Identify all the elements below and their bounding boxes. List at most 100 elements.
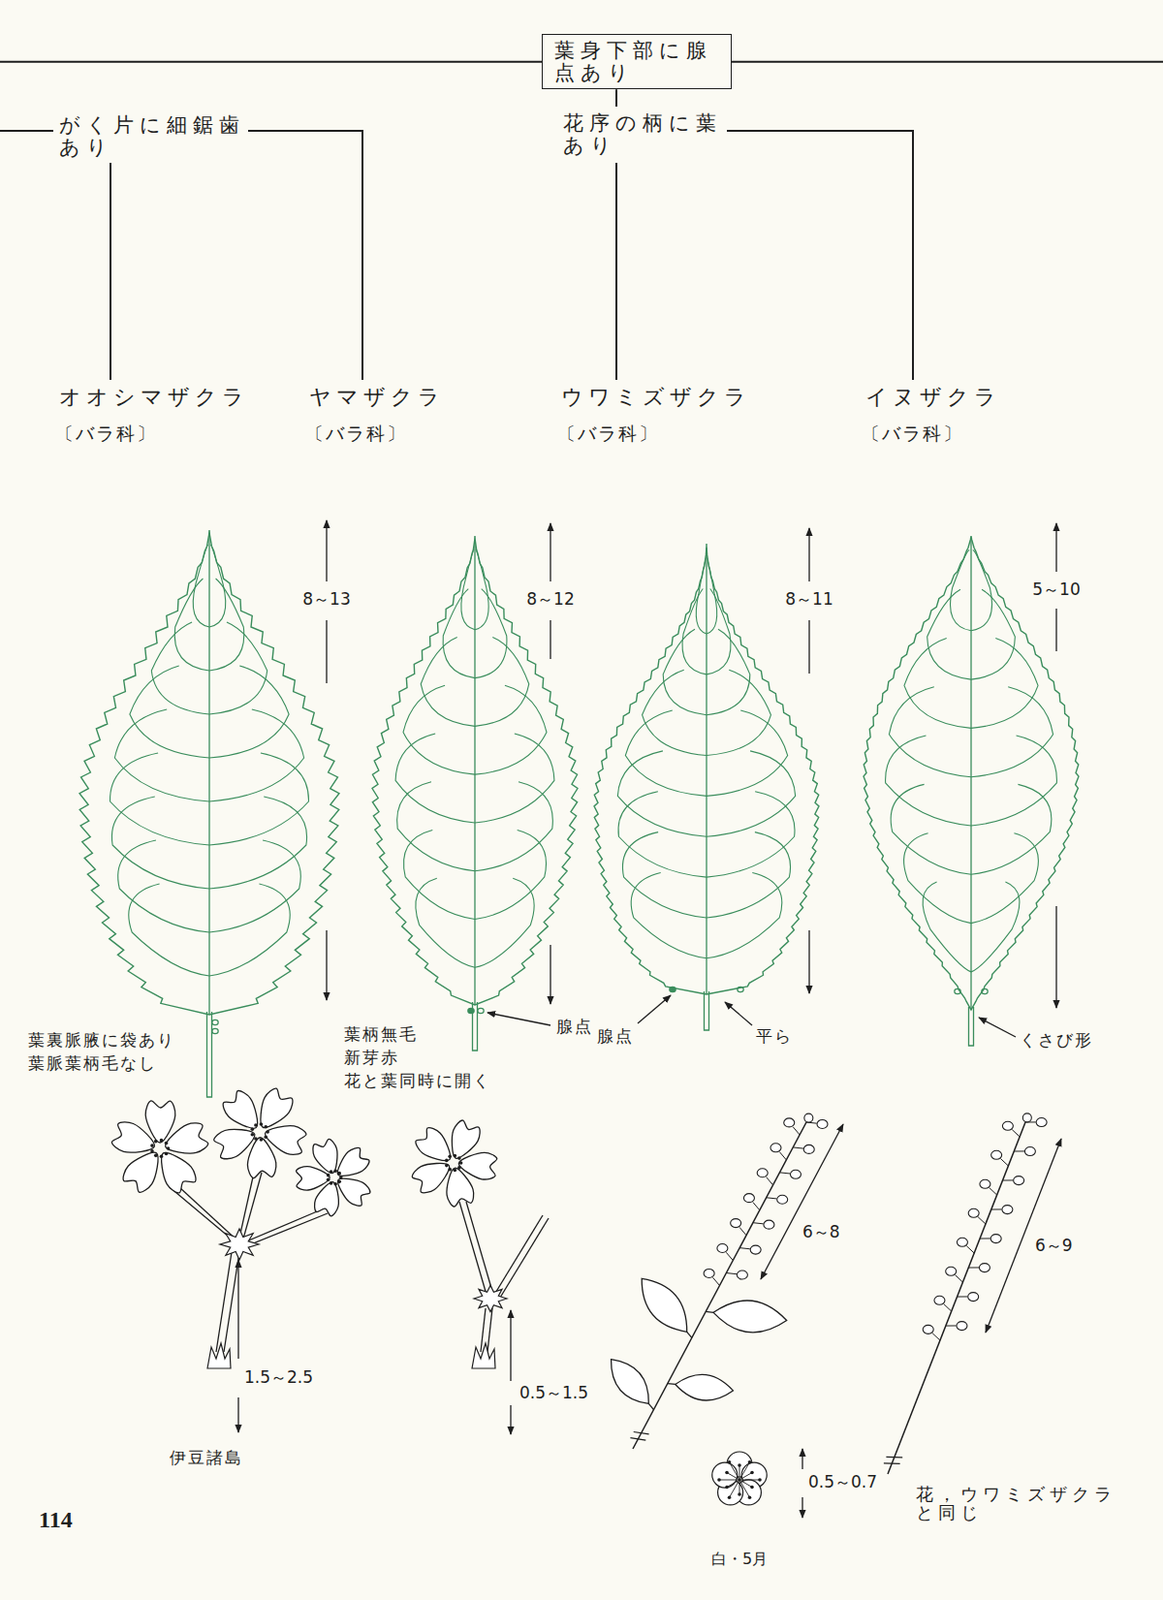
leaf-drawing — [474, 733, 555, 823]
leaf-drawing — [114, 709, 210, 802]
cherry-flower — [326, 1178, 331, 1183]
dimension-arrow — [808, 620, 810, 674]
dimension-arrow — [549, 620, 551, 660]
cherry-flower — [259, 1137, 264, 1142]
cherry-flower — [329, 1169, 334, 1174]
cherry-flower — [333, 1182, 338, 1187]
flower-stalk — [216, 1252, 232, 1352]
key-line — [731, 61, 1163, 63]
dimension-arrow — [1055, 523, 1057, 572]
label-slot: 腺点 — [597, 1027, 634, 1045]
annotation: 8～13 — [299, 590, 353, 608]
small-flower — [737, 1463, 742, 1468]
label-slot: イヌザクラ — [865, 385, 1002, 409]
small-flower — [727, 1495, 732, 1500]
raceme — [1024, 1147, 1036, 1157]
pointer-arrow — [637, 995, 671, 1024]
key-line — [615, 162, 618, 380]
cherry-flower — [150, 1143, 155, 1148]
label-slot: 8～13 — [299, 590, 353, 608]
flower-bract — [473, 1285, 507, 1312]
dimension-arrow — [808, 930, 810, 994]
leaf-drawing — [927, 589, 972, 680]
cherry-flower — [161, 1152, 196, 1193]
label-slot: 花，ウワミズザクラ と同じ — [915, 1484, 1125, 1523]
small-flower — [712, 1451, 767, 1506]
key-text: 葉身下部に腺 点あり — [554, 39, 720, 84]
dimension-arrow — [1055, 906, 1057, 1008]
leaf-drawing — [209, 544, 226, 628]
cherry-flower — [214, 1129, 255, 1159]
label-slot: ヤマザクラ — [309, 385, 445, 409]
dimension-arrow — [237, 1259, 239, 1359]
raceme — [770, 1143, 782, 1153]
pointer-arrow — [724, 1002, 753, 1026]
leaf-drawing — [706, 832, 791, 918]
bud-scales — [207, 1343, 231, 1369]
small-flower — [719, 1479, 740, 1481]
raceme — [739, 1226, 747, 1235]
raceme — [945, 1266, 957, 1276]
leaf-drawing — [885, 735, 972, 826]
key-line — [248, 129, 363, 132]
raceme — [883, 1113, 1047, 1475]
raceme — [725, 1273, 737, 1275]
cherry-flower — [247, 1137, 276, 1179]
leaf-drawing — [372, 535, 578, 1006]
label-slot: オオシマザクラ — [59, 385, 250, 409]
leaf-drawing — [118, 840, 210, 933]
cherry-flower — [154, 1154, 158, 1159]
raceme — [792, 1147, 804, 1149]
flower-stalk — [169, 1172, 549, 1352]
leaf-drawing — [706, 710, 788, 796]
cherry-flower — [339, 1175, 344, 1180]
flower-stalk — [466, 1201, 494, 1295]
cherry-flower — [329, 1181, 334, 1186]
cherry-flower — [459, 1161, 464, 1165]
label-slot: 伊豆諸島 — [169, 1448, 244, 1467]
cherry-flower — [150, 1149, 155, 1154]
leaf-drawing — [397, 782, 475, 872]
flower-stalk — [494, 1215, 543, 1295]
leaf-drawing — [474, 589, 507, 679]
key-text: 花序の柄に葉 あり — [563, 112, 733, 157]
label-slot: くさび形 — [1019, 1031, 1094, 1049]
annotation: 6～9 — [1035, 1236, 1073, 1255]
leaf-drawing — [706, 557, 718, 634]
small-flower — [750, 1471, 755, 1476]
small-flower — [737, 1492, 742, 1497]
leaf-drawing — [971, 687, 1054, 778]
leaf-drawing — [209, 578, 245, 671]
label-slot: がく片に細鋸歯 あり — [59, 114, 253, 158]
leaf-drawing — [474, 830, 547, 920]
flower-stalk — [487, 1308, 493, 1352]
raceme — [1022, 1113, 1032, 1123]
species-name: 〔バラ科〕 — [305, 423, 408, 444]
leaf-drawing — [474, 878, 535, 968]
small-flower — [739, 1465, 741, 1480]
small-flower — [724, 1471, 729, 1476]
key-line — [0, 62, 1163, 380]
cherry-flower — [111, 1100, 208, 1194]
raceme — [601, 1351, 660, 1413]
label-slot: 平ら — [755, 1027, 793, 1045]
raceme — [968, 1208, 979, 1218]
label-slot: 〔バラ科〕 — [557, 423, 660, 444]
leaf-drawing — [474, 782, 553, 872]
key-line — [109, 162, 112, 380]
raceme — [979, 1237, 991, 1239]
cherry-flower — [451, 1120, 480, 1159]
dimension-arrow — [985, 1138, 1062, 1333]
raceme — [753, 1223, 764, 1225]
annotation: 平ら — [755, 1027, 793, 1045]
flower-stalk — [242, 1172, 262, 1243]
raceme — [1011, 1130, 1020, 1137]
leaf-drawing — [904, 637, 972, 728]
bud-scales — [471, 1343, 496, 1369]
leaf-drawing — [395, 733, 475, 823]
flower-stalk — [244, 1209, 322, 1243]
raceme — [703, 1268, 715, 1278]
raceme — [991, 1208, 1003, 1210]
cherry-flower — [251, 1132, 255, 1137]
raceme — [711, 1296, 788, 1337]
